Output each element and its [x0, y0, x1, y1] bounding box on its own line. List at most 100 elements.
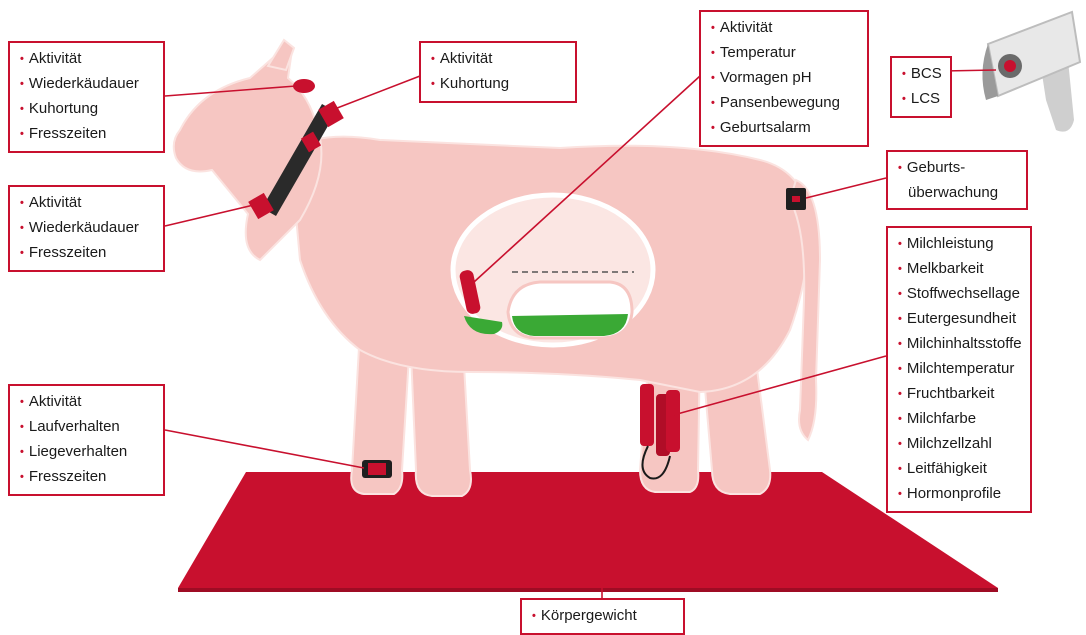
bullet-icon: • [898, 438, 902, 450]
bullet-icon: • [902, 68, 906, 80]
list-item-label: Kuhortung [440, 75, 509, 92]
list-item: • Kuhortung [20, 97, 155, 122]
collar-box: • Aktivität • Wiederkäudauer • Fresszeiten [8, 185, 165, 272]
list-item: • Milchtemperatur [898, 357, 1022, 382]
list-item: • Fresszeiten [20, 465, 155, 490]
list-item: • Fresszeiten [20, 241, 155, 266]
bullet-icon: • [20, 471, 24, 483]
collar-top-box: •Aktivität•Kuhortung [419, 41, 577, 103]
list-item-label: Wiederkäudauer [29, 219, 139, 236]
list-item: • BCS [902, 62, 942, 87]
bullet-icon: • [711, 122, 715, 134]
list-item: • Aktivität [711, 16, 859, 41]
list-item: • Leitfähigkeit [898, 457, 1022, 482]
bullet-icon: • [898, 162, 902, 174]
list-item: • Aktivität [20, 390, 155, 415]
list-item: • Milchzellzahl [898, 432, 1022, 457]
bullet-icon: • [902, 93, 906, 105]
bullet-icon: • [898, 263, 902, 275]
ear-tag-box: •Aktivität•Wiederkäudauer•Kuhortung•Fres… [8, 41, 165, 153]
list-item: • Wiederkäudauer [20, 72, 155, 97]
list-item-label: Melkbarkeit [907, 260, 984, 277]
list-item-label: Wiederkäudauer [29, 75, 139, 92]
bullet-icon: • [711, 97, 715, 109]
list-item-label: Laufverhalten [29, 418, 120, 435]
list-item-label: Kuhortung [29, 100, 98, 117]
list-item: • Aktivität [20, 191, 155, 216]
list-item-label: Aktivität [29, 194, 82, 211]
leg-sensor-box: •Aktivität•Laufverhalten•Liegeverhalten•… [8, 384, 165, 496]
list-item: •Stoffwechsellage [898, 282, 1022, 307]
bullet-icon: • [20, 446, 24, 458]
list-item: • Pansenbewegung [711, 91, 859, 116]
bullet-icon: • [898, 488, 902, 500]
bullet-icon: • [20, 53, 24, 65]
bullet-icon: • [711, 72, 715, 84]
list-item: • Vormagen pH [711, 66, 859, 91]
security-camera-icon [982, 12, 1080, 132]
list-item-label: Milchinhaltsstoffe [907, 335, 1022, 352]
list-item-label: BCS [911, 65, 942, 82]
list-item: • Geburts- [898, 156, 1018, 181]
bullet-icon: • [20, 222, 24, 234]
list-item: • LCS [902, 87, 942, 112]
bullet-icon: • [898, 288, 902, 300]
list-item: • Kuhortung [431, 72, 567, 97]
bullet-icon: • [20, 197, 24, 209]
bullet-icon: • [20, 103, 24, 115]
list-item: • Milchfarbe [898, 407, 1022, 432]
list-item: • Liegeverhalten [20, 440, 155, 465]
bolus-box: • Aktivität • Temperatur • Vormagen pH • Pansen… [699, 10, 869, 147]
list-item-label: Geburtsalarm [720, 119, 811, 136]
list-item: • Milchinhaltsstoffe [898, 332, 1022, 357]
list-item: überwachung [898, 181, 1018, 204]
milking-box: •Milchleistung•Melkbarkeit•Stoffwechsell… [886, 226, 1032, 513]
list-item: •Fresszeiten [20, 122, 155, 147]
body-weight-box: • Körpergewicht [520, 598, 685, 635]
list-item-label: Milchfarbe [907, 410, 976, 427]
list-item: • Temperatur [711, 41, 859, 66]
list-item-label: überwachung [908, 184, 998, 201]
list-item: • Fruchtbarkeit [898, 382, 1022, 407]
list-item-label: Pansenbewegung [720, 94, 840, 111]
list-item-label: Fresszeiten [29, 468, 107, 485]
list-item: •Laufverhalten [20, 415, 155, 440]
bullet-icon: • [898, 413, 902, 425]
bullet-icon: • [711, 47, 715, 59]
list-item-label: Vormagen pH [720, 69, 812, 86]
list-item: • Geburtsalarm [711, 116, 859, 141]
list-item-label: LCS [911, 90, 940, 107]
list-item: • Körpergewicht [532, 604, 675, 629]
bullet-icon: • [20, 396, 24, 408]
list-item-label: Körpergewicht [541, 607, 637, 624]
list-item: • Hormonprofile [898, 482, 1022, 507]
bullet-icon: • [898, 363, 902, 375]
list-item-label: Leitfähigkeit [907, 460, 987, 477]
list-item-label: Fruchtbarkeit [907, 385, 995, 402]
list-item-label: Fresszeiten [29, 244, 107, 261]
list-item: • Melkbarkeit [898, 257, 1022, 282]
bullet-icon: • [431, 78, 435, 90]
list-item-label: Fresszeiten [29, 125, 107, 142]
list-item-label: Milchtemperatur [907, 360, 1015, 377]
bullet-icon: • [898, 463, 902, 475]
list-item-label: Liegeverhalten [29, 443, 127, 460]
ear-tag-sensor [293, 79, 315, 93]
camera-box: • BCS • LCS [890, 56, 952, 118]
list-item-label: Aktivität [720, 19, 773, 36]
list-item-label: Aktivität [29, 393, 82, 410]
bullet-icon: • [20, 247, 24, 259]
list-item-label: Milchzellzahl [907, 435, 992, 452]
list-item: •Eutergesundheit [898, 307, 1022, 332]
birth-monitoring-box: • Geburts-überwachung [886, 150, 1028, 210]
bullet-icon: • [431, 53, 435, 65]
list-item-label: Temperatur [720, 44, 796, 61]
bullet-icon: • [711, 22, 715, 34]
bullet-icon: • [532, 610, 536, 622]
list-item: • Wiederkäudauer [20, 216, 155, 241]
list-item-label: Hormonprofile [907, 485, 1001, 502]
bullet-icon: • [898, 388, 902, 400]
list-item-label: Geburts- [907, 159, 965, 176]
bullet-icon: • [20, 78, 24, 90]
bullet-icon: • [898, 338, 902, 350]
